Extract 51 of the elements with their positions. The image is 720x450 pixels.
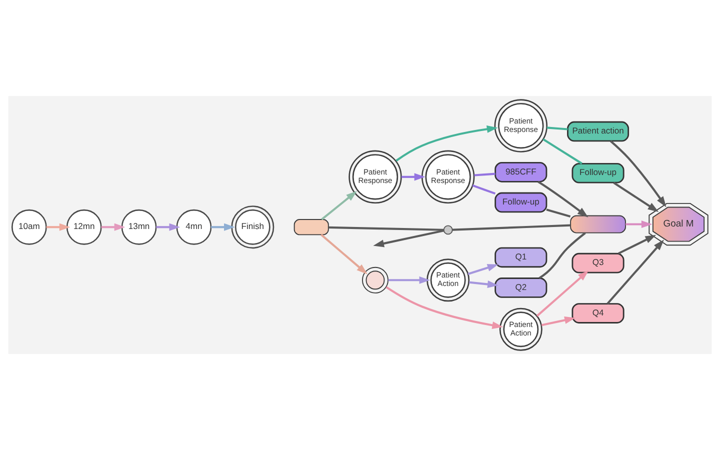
arrow — [469, 280, 498, 288]
node-box: Q4 — [572, 303, 624, 324]
node-circle: 10am — [11, 209, 47, 245]
node-circle: Patient Action — [426, 258, 470, 302]
node-box: 985CFF — [494, 162, 548, 182]
arrow — [610, 140, 666, 208]
arrow — [101, 223, 126, 231]
node-circle: 13mn — [121, 209, 157, 245]
connector — [546, 126, 568, 130]
arrow — [320, 234, 368, 274]
connector — [328, 226, 444, 231]
node-box: Q3 — [572, 252, 624, 274]
node-box: Follow-up — [494, 192, 548, 213]
node-circle — [362, 266, 388, 294]
node-circle — [443, 225, 453, 235]
node-bar — [294, 219, 329, 236]
arrow — [46, 223, 70, 231]
connector — [542, 138, 582, 164]
node-circle: Finish — [231, 206, 274, 249]
arrow — [386, 286, 504, 329]
node-box: Q2 — [494, 278, 548, 298]
arrow — [468, 264, 498, 276]
node-circle: Patient Action — [499, 308, 542, 351]
node-circle: 4mn — [176, 209, 212, 245]
node-circle: Patient Response — [421, 150, 475, 204]
connector — [538, 232, 586, 280]
node-box: Q1 — [494, 247, 548, 268]
arrow — [388, 276, 430, 284]
arrow — [396, 125, 498, 162]
arrow — [156, 223, 180, 231]
connector — [472, 184, 496, 195]
arrow — [211, 223, 235, 231]
arrow — [613, 182, 659, 212]
arrow — [373, 230, 444, 248]
node-box: Patient action — [567, 121, 630, 142]
node-bar — [570, 215, 626, 234]
connector — [546, 208, 571, 218]
node-box: Follow-up — [572, 162, 624, 184]
node-circle: Patient Response — [348, 150, 402, 204]
arrow — [606, 240, 664, 304]
node-circle: Patient Response — [494, 99, 548, 152]
connector — [452, 224, 571, 231]
arrow — [541, 316, 576, 326]
arrow — [401, 173, 426, 181]
connector — [474, 172, 496, 176]
arrow — [538, 180, 588, 218]
node-circle: 12mn — [66, 209, 102, 245]
arrow — [618, 234, 656, 254]
arrow — [321, 190, 357, 220]
arrow — [536, 270, 589, 317]
arrow — [626, 220, 652, 228]
